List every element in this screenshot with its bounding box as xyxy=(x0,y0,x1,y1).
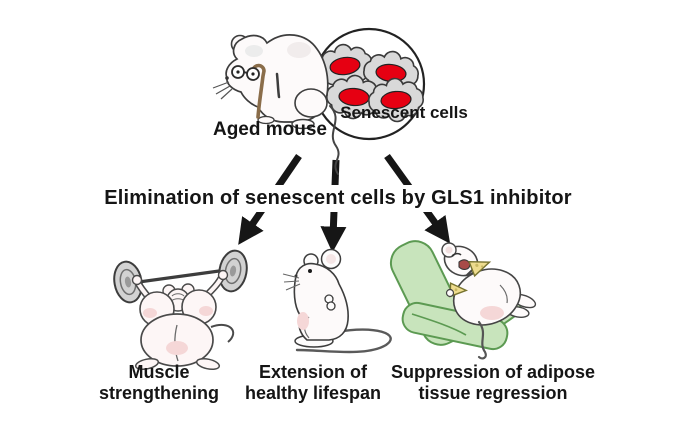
mouse-eye xyxy=(251,72,255,76)
weightlifting-mouse-illustration xyxy=(113,249,248,371)
blush xyxy=(143,308,157,318)
mouse-eye xyxy=(236,70,240,74)
walking-cane xyxy=(251,63,266,119)
senescent-cells-label: Senescent cells xyxy=(340,103,468,122)
fur-patch xyxy=(287,42,311,58)
mouse-hind-leg xyxy=(294,88,328,118)
mouse-hand xyxy=(217,269,229,281)
mouse-tail xyxy=(329,105,340,175)
blush xyxy=(199,306,213,316)
glasses-bridge xyxy=(243,71,248,74)
blush xyxy=(166,341,188,355)
outcome-label-healthy-lifespan: Extension of healthy lifespan xyxy=(244,362,382,403)
outcome-label-adipose-tissue: Suppression of adipose tissue regression xyxy=(390,362,596,403)
mouse-foot xyxy=(291,118,315,130)
mouse-paw xyxy=(326,301,336,311)
mouse-whiskers xyxy=(282,273,301,291)
mouse-paw xyxy=(445,288,455,298)
inner-ear xyxy=(326,254,336,264)
outcome-label-muscle-strengthening: Muscle strengthening xyxy=(99,362,219,403)
mouse-tail xyxy=(210,323,235,343)
mouse-foot xyxy=(195,357,221,371)
inner-ear xyxy=(445,246,453,254)
closed-eye xyxy=(451,252,462,257)
mouse-lower-body xyxy=(140,313,214,367)
aged-mouse-label: Aged mouse xyxy=(212,119,328,140)
mouse-nose xyxy=(225,76,229,80)
blush xyxy=(297,312,309,330)
fur-patch xyxy=(245,45,263,57)
mouse-eye xyxy=(308,269,312,273)
mouse-front-leg xyxy=(275,72,281,99)
mouse-foot xyxy=(257,115,275,125)
standing-mouse-illustration xyxy=(282,248,392,354)
cheese-wedge xyxy=(468,260,492,278)
blush xyxy=(480,306,504,320)
figure-headline: Elimination of senescent cells by GLS1 i… xyxy=(78,185,598,212)
reclining-mouse-illustration xyxy=(389,240,537,360)
aged-mouse-illustration xyxy=(212,34,340,175)
mouse-whiskers xyxy=(212,81,233,100)
chair-seam xyxy=(411,313,467,336)
mouse-foot xyxy=(134,357,160,371)
mouse-hand xyxy=(131,274,143,286)
leg-crease xyxy=(499,284,508,304)
barbell-plate xyxy=(218,249,248,293)
mouse-tail xyxy=(477,320,487,360)
mouse-tail xyxy=(295,328,392,354)
